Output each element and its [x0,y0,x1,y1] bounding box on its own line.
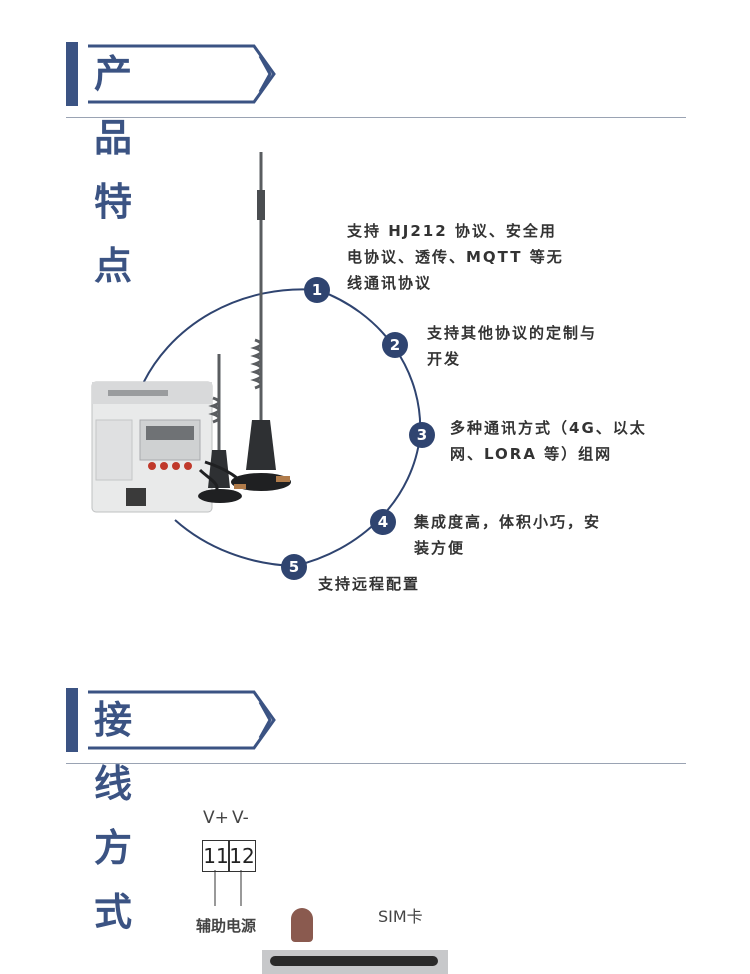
sim-slot-opening [270,956,438,966]
feature-number-2: 2 [382,332,408,358]
power-label: 辅助电源 [196,917,257,935]
wiring-lines [214,870,242,906]
feature-text-3: 多种通讯方式（4G、以太 网、LORA 等）组网 [450,415,647,467]
section-divider [66,763,686,764]
feature-4-line-1: 集成度高，体积小巧，安 [414,513,602,531]
antenna-small [198,354,246,503]
header-frame-decoration [88,44,276,104]
feature-1-line-3: 线通讯协议 [347,274,433,292]
product-illustration [91,152,422,567]
sim-card-label: SIM卡 [378,907,423,926]
led-indicator [291,908,313,942]
section-title-wiring: 接线方式 [94,698,135,934]
feature-1-line-2: 电协议、透传、MQTT 等无 [347,248,564,266]
feature-3-line-1: 多种通讯方式（4G、以太 [450,419,647,437]
feature-4-line-2: 装方便 [414,539,466,557]
feature-2-line-2: 开发 [427,350,462,368]
feature-1-line-1: 支持 HJ212 协议、安全用 [347,222,557,240]
feature-number-5: 5 [281,554,307,580]
feature-3-line-2: 网、LORA 等）组网 [450,445,613,463]
svg-text:3: 3 [417,426,427,444]
feature-number-4: 4 [370,509,396,535]
section-title-features: 产品特点 [94,52,135,288]
svg-text:1: 1 [312,281,322,299]
v-minus-label: V- [232,808,249,828]
svg-text:2: 2 [390,336,400,354]
section-divider [66,117,686,118]
svg-text:4: 4 [378,513,388,531]
feature-number-1: 1 [304,277,330,303]
header-accent-bar [66,688,78,752]
feature-number-3: 3 [409,422,435,448]
svg-text:5: 5 [289,558,299,576]
feature-text-5: 支持远程配置 [318,571,420,597]
header-accent-bar [66,42,78,106]
antenna-large [231,152,291,491]
feature-text-2: 支持其他协议的定制与 开发 [427,320,597,372]
header-frame-decoration [88,690,276,750]
terminal-12: 12 [228,840,256,872]
terminal-11: 11 [202,840,230,872]
feature-5-line-1: 支持远程配置 [318,575,421,593]
feature-text-1: 支持 HJ212 协议、安全用 电协议、透传、MQTT 等无 线通讯协议 [347,218,564,296]
feature-text-4: 集成度高，体积小巧，安 装方便 [414,509,601,561]
device-image [91,381,213,513]
v-plus-label: V+ [203,808,229,828]
feature-2-line-1: 支持其他协议的定制与 [427,324,598,342]
